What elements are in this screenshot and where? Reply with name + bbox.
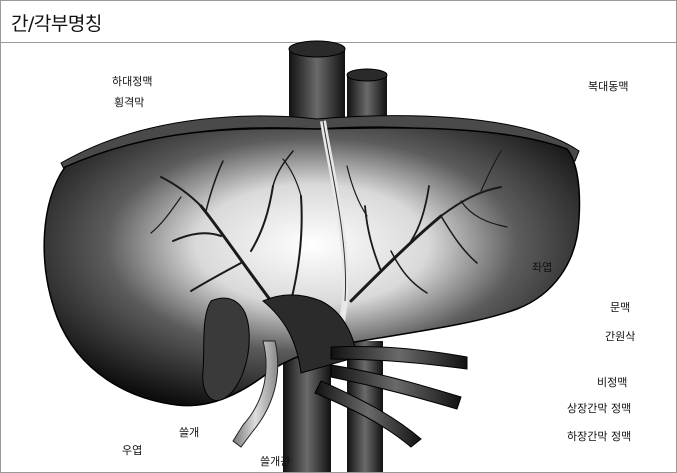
label-diaphragm: 횡격막 <box>114 94 144 110</box>
label-abdominal-aorta: 복대동맥 <box>588 78 628 94</box>
label-right-lobe: 우엽 <box>122 442 142 458</box>
label-round-ligament: 간원삭 <box>605 328 635 344</box>
label-portal-vein: 문맥 <box>610 299 630 315</box>
label-bile-duct: 쓸개관 <box>260 453 290 469</box>
label-superior-mesenteric-vein: 상장간막 정맥 <box>567 400 631 416</box>
label-inferior-vena-cava: 하대정맥 <box>112 73 152 89</box>
label-gallbladder: 쓸개 <box>179 424 199 440</box>
label-splenic-vein: 비정맥 <box>597 374 627 390</box>
label-inferior-mesenteric-vein: 하장간막 정맥 <box>567 428 631 444</box>
label-left-lobe: 좌엽 <box>532 259 552 275</box>
